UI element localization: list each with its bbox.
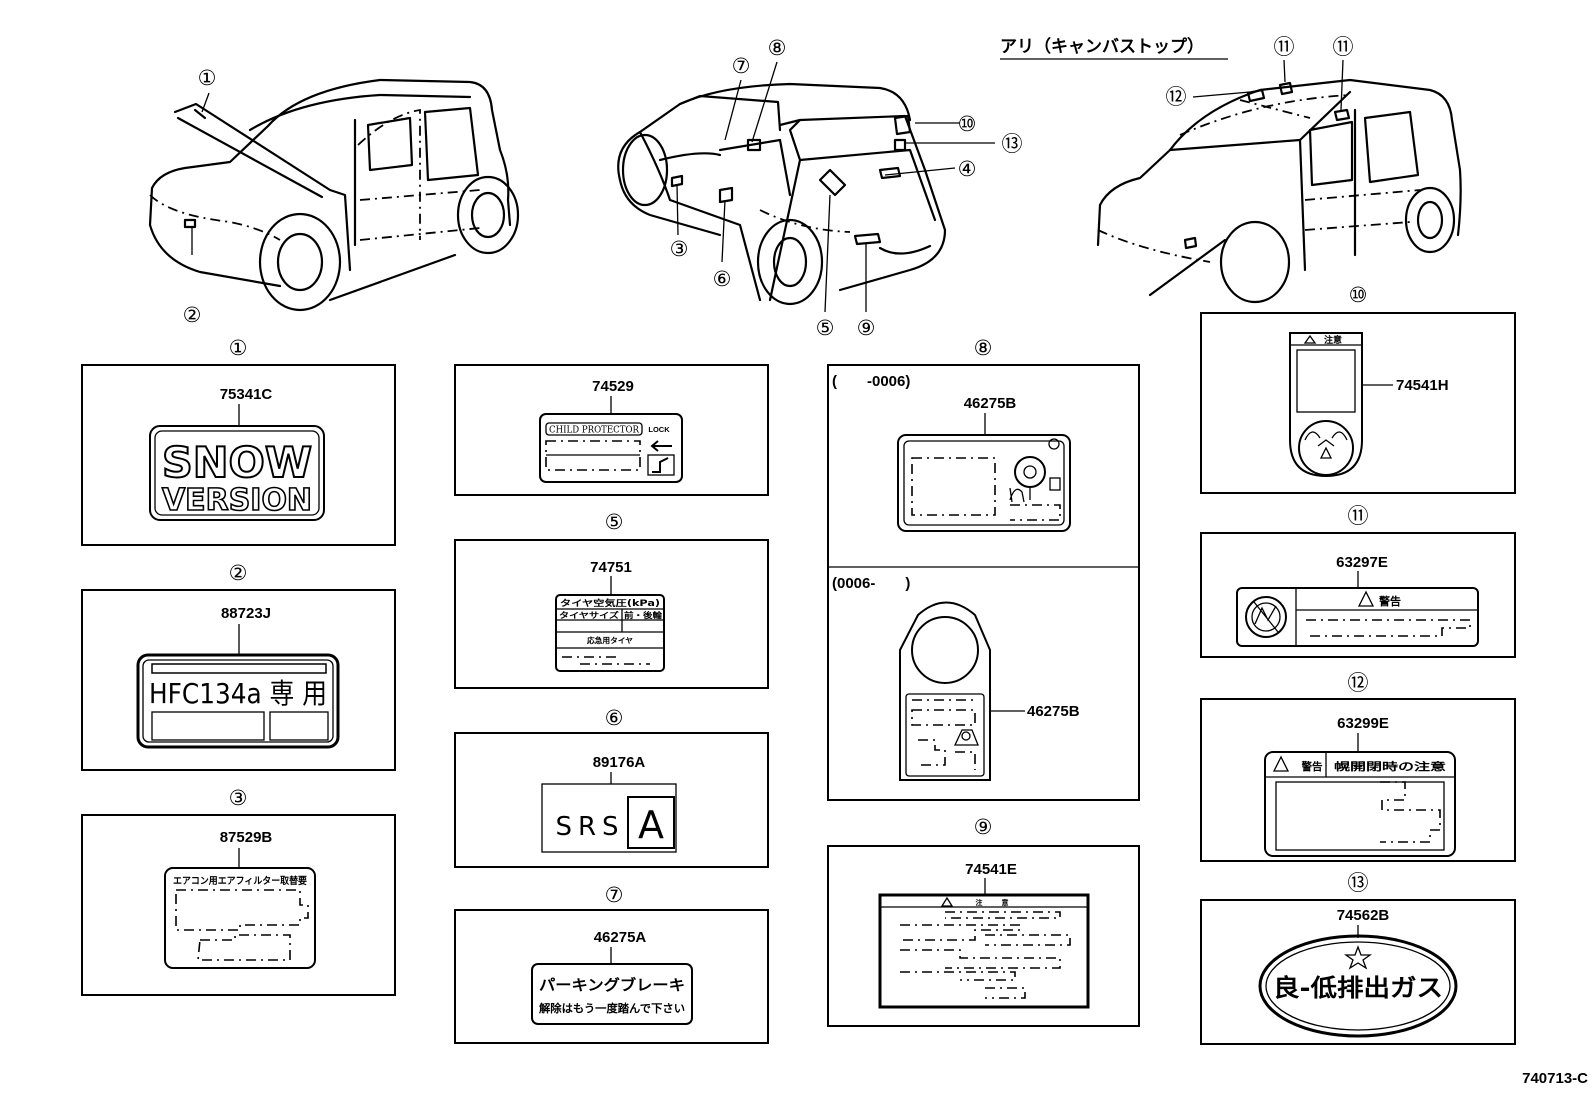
car-view-canvas-top <box>1096 59 1462 304</box>
svg-text:⑪: ⑪ <box>1333 35 1354 59</box>
svg-text:①: ① <box>198 66 217 90</box>
svg-text:LOCK: LOCK <box>648 425 670 434</box>
svg-text:前・後輪: 前・後輪 <box>624 610 663 620</box>
svg-text:SNOW: SNOW <box>162 438 312 487</box>
svg-text:幌開閉時の注意: 幌開閉時の注意 <box>1334 760 1447 773</box>
svg-text:良-低排出ガス: 良-低排出ガス <box>1273 974 1443 1002</box>
callout-4-car: ④ <box>958 157 977 181</box>
variant-label: アリ（キャンバストップ） <box>1000 36 1228 60</box>
svg-text:注意: 注意 <box>1324 334 1342 346</box>
svg-text:46275B: 46275B <box>964 395 1017 412</box>
svg-text:③: ③ <box>670 237 689 261</box>
svg-text:⑤: ⑤ <box>816 316 835 340</box>
svg-text:VERSION: VERSION <box>162 483 312 518</box>
callout-9-car: ⑨ <box>857 316 876 340</box>
svg-text:⑬: ⑬ <box>1002 132 1023 156</box>
svg-text:⑦: ⑦ <box>732 54 751 78</box>
svg-text:⑫: ⑫ <box>1166 85 1187 109</box>
svg-text:⑧: ⑧ <box>768 36 787 60</box>
svg-text:87529B: 87529B <box>220 829 273 846</box>
svg-text:⑪: ⑪ <box>1348 504 1369 528</box>
car-view-rear-open <box>617 61 995 313</box>
svg-text:警告: 警告 <box>1301 760 1324 773</box>
callout-8-car: ⑧ <box>768 36 787 60</box>
svg-text:エアコン用エアフィルター取替要: エアコン用エアフィルター取替要 <box>173 875 307 887</box>
panel-3-ac-filter: ③ 87529B エアコン用エアフィルター取替要 <box>81 786 396 996</box>
svg-text:アリ（キャンバストップ）: アリ（キャンバストップ） <box>1000 36 1204 57</box>
svg-text:⑪: ⑪ <box>1274 35 1295 59</box>
callout-6-car: ⑥ <box>713 267 732 291</box>
svg-text:パーキングブレーキ: パーキングブレーキ <box>539 976 685 994</box>
panel-12-canvas-top-warning: ⑫ 63299E 警告 幌開閉時の注意 <box>1200 671 1516 862</box>
panel-5-tire-pressure: ⑤ 74751 タイヤ空気圧(kPa) タイヤサイズ 前・後輪 応急用タイヤ <box>454 510 769 689</box>
svg-text:CHILD PROTECTOR: CHILD PROTECTOR <box>549 426 639 436</box>
panel-10-hang-caution-tag: ⑩ 注意 74541H <box>1200 283 1516 494</box>
svg-text:⑨: ⑨ <box>857 316 876 340</box>
callout-13-car: ⑬ <box>1002 132 1023 156</box>
panel-9-caution-label: ⑨ 74541E 注 意 <box>827 815 1140 1027</box>
svg-text:HFC134a 専 用: HFC134a 専 用 <box>149 677 327 710</box>
svg-text:⑥: ⑥ <box>713 267 732 291</box>
svg-text:解除はもう一度踏んで下さい: 解除はもう一度踏んで下さい <box>539 1001 685 1015</box>
panel-7-parking-brake: ⑦ 46275A パーキングブレーキ 解除はもう一度踏んで下さい <box>454 883 769 1044</box>
svg-text:⑨: ⑨ <box>974 815 993 839</box>
svg-text:注 意: 注 意 <box>976 898 1015 907</box>
svg-text:⑧: ⑧ <box>974 336 993 360</box>
svg-text:63297E: 63297E <box>1336 554 1388 571</box>
svg-text:A: A <box>638 803 664 847</box>
svg-text:②: ② <box>183 303 202 327</box>
svg-text:89176A: 89176A <box>593 754 646 771</box>
svg-text:(0006- ): (0006- ) <box>832 575 910 592</box>
svg-text:②: ② <box>229 561 248 585</box>
svg-text:SRS: SRS <box>555 812 624 842</box>
panel-11-warning-label: ⑪ 63297E 警告 <box>1200 504 1516 658</box>
svg-text:75341C: 75341C <box>220 386 273 403</box>
callout-11b-car: ⑪ <box>1333 35 1354 59</box>
panel-6-srs-airbag: ⑥ 89176A SRS A <box>454 706 769 868</box>
svg-text:⑬: ⑬ <box>1348 871 1369 895</box>
svg-text:応急用タイヤ: 応急用タイヤ <box>587 635 634 645</box>
callout-5-car: ⑤ <box>816 316 835 340</box>
svg-text:タイヤサイズ: タイヤサイズ <box>559 610 619 620</box>
car-view-front-hood-open <box>148 78 520 312</box>
callout-7-car: ⑦ <box>732 54 751 78</box>
panel-13-low-emission: ⑬ 74562B 良-低排出ガス <box>1200 871 1516 1045</box>
svg-text:⑤: ⑤ <box>605 510 624 534</box>
svg-text:46275B: 46275B <box>1027 703 1080 720</box>
svg-text:74541E: 74541E <box>965 861 1017 878</box>
callout-10-car: ⑩ <box>958 112 977 136</box>
svg-text:⑫: ⑫ <box>1348 671 1369 695</box>
svg-text:⑩: ⑩ <box>1349 283 1368 307</box>
svg-text:①: ① <box>229 336 248 360</box>
callout-2-car: ② <box>183 303 202 327</box>
panel-2-hfc134a: ② 88723J HFC134a 専 用 <box>81 561 396 771</box>
panel-4-child-protector: ④ 74529 CHILD PROTECTOR LOCK <box>454 361 769 496</box>
svg-text:⑩: ⑩ <box>958 112 977 136</box>
callout-3-car: ③ <box>670 237 689 261</box>
svg-text:74541H: 74541H <box>1396 377 1449 394</box>
svg-text:74751: 74751 <box>590 559 632 576</box>
drawing-id: 740713-C <box>1522 1070 1588 1087</box>
svg-text:74562B: 74562B <box>1337 907 1390 924</box>
svg-text:③: ③ <box>229 786 248 810</box>
callout-12-car: ⑫ <box>1166 85 1187 109</box>
svg-text:88723J: 88723J <box>221 605 271 622</box>
panel-8-parking-hang-tag: ⑧ ( -0006) 46275B (0006- ) 46275B <box>827 336 1140 801</box>
svg-text:740713-C: 740713-C <box>1522 1070 1588 1087</box>
svg-text:タイヤ空気圧(kPa): タイヤ空気圧(kPa) <box>560 598 660 609</box>
panel-1-snow-version: ① 75341C SNOW VERSION <box>81 336 396 546</box>
svg-text:46275A: 46275A <box>594 929 647 946</box>
svg-text:⑥: ⑥ <box>605 706 624 730</box>
svg-text:74529: 74529 <box>592 378 634 395</box>
callout-1-car: ① <box>198 66 217 90</box>
callout-11a-car: ⑪ <box>1274 35 1295 59</box>
svg-text:⑦: ⑦ <box>605 883 624 907</box>
svg-text:④: ④ <box>958 157 977 181</box>
svg-text:63299E: 63299E <box>1337 715 1389 732</box>
svg-text:警告: 警告 <box>1378 594 1401 608</box>
svg-text:( -0006): ( -0006) <box>832 373 910 390</box>
